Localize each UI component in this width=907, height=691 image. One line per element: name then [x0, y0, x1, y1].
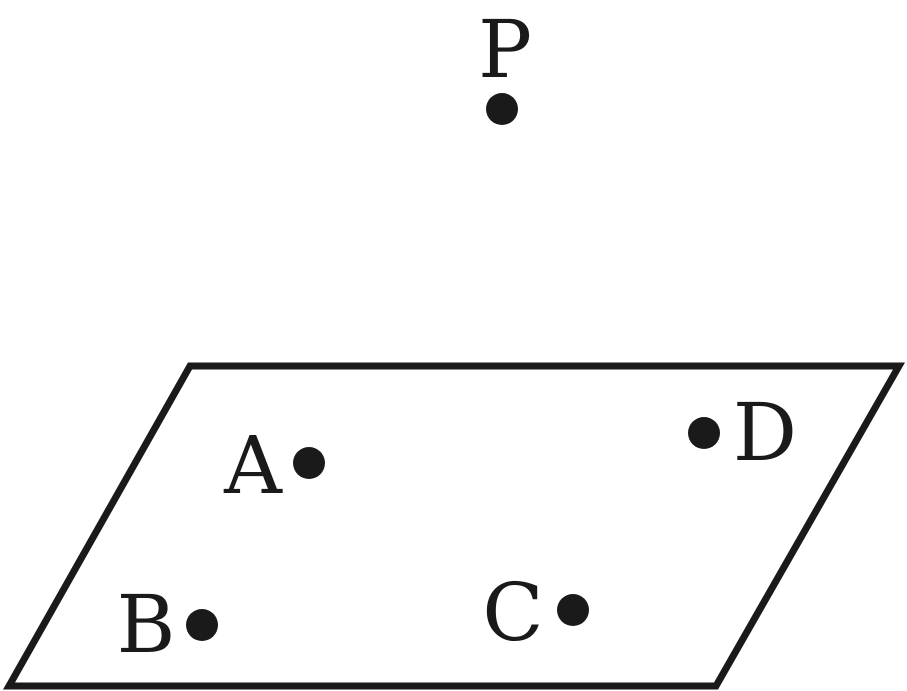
point-d-dot	[688, 417, 720, 449]
point-b-dot	[186, 609, 218, 641]
point-a: A	[223, 419, 325, 512]
point-d: D	[688, 386, 797, 479]
point-p: P	[478, 3, 532, 125]
point-b: B	[117, 578, 218, 671]
point-a-label: A	[223, 419, 283, 512]
plane-parallelogram	[2, 362, 906, 690]
point-a-dot	[293, 447, 325, 479]
point-c: C	[482, 566, 589, 659]
point-c-label: C	[482, 566, 543, 659]
point-c-dot	[557, 594, 589, 626]
point-b-label: B	[117, 578, 176, 671]
point-p-label: P	[478, 3, 532, 96]
point-d-label: D	[733, 386, 797, 479]
point-p-dot	[486, 93, 518, 125]
